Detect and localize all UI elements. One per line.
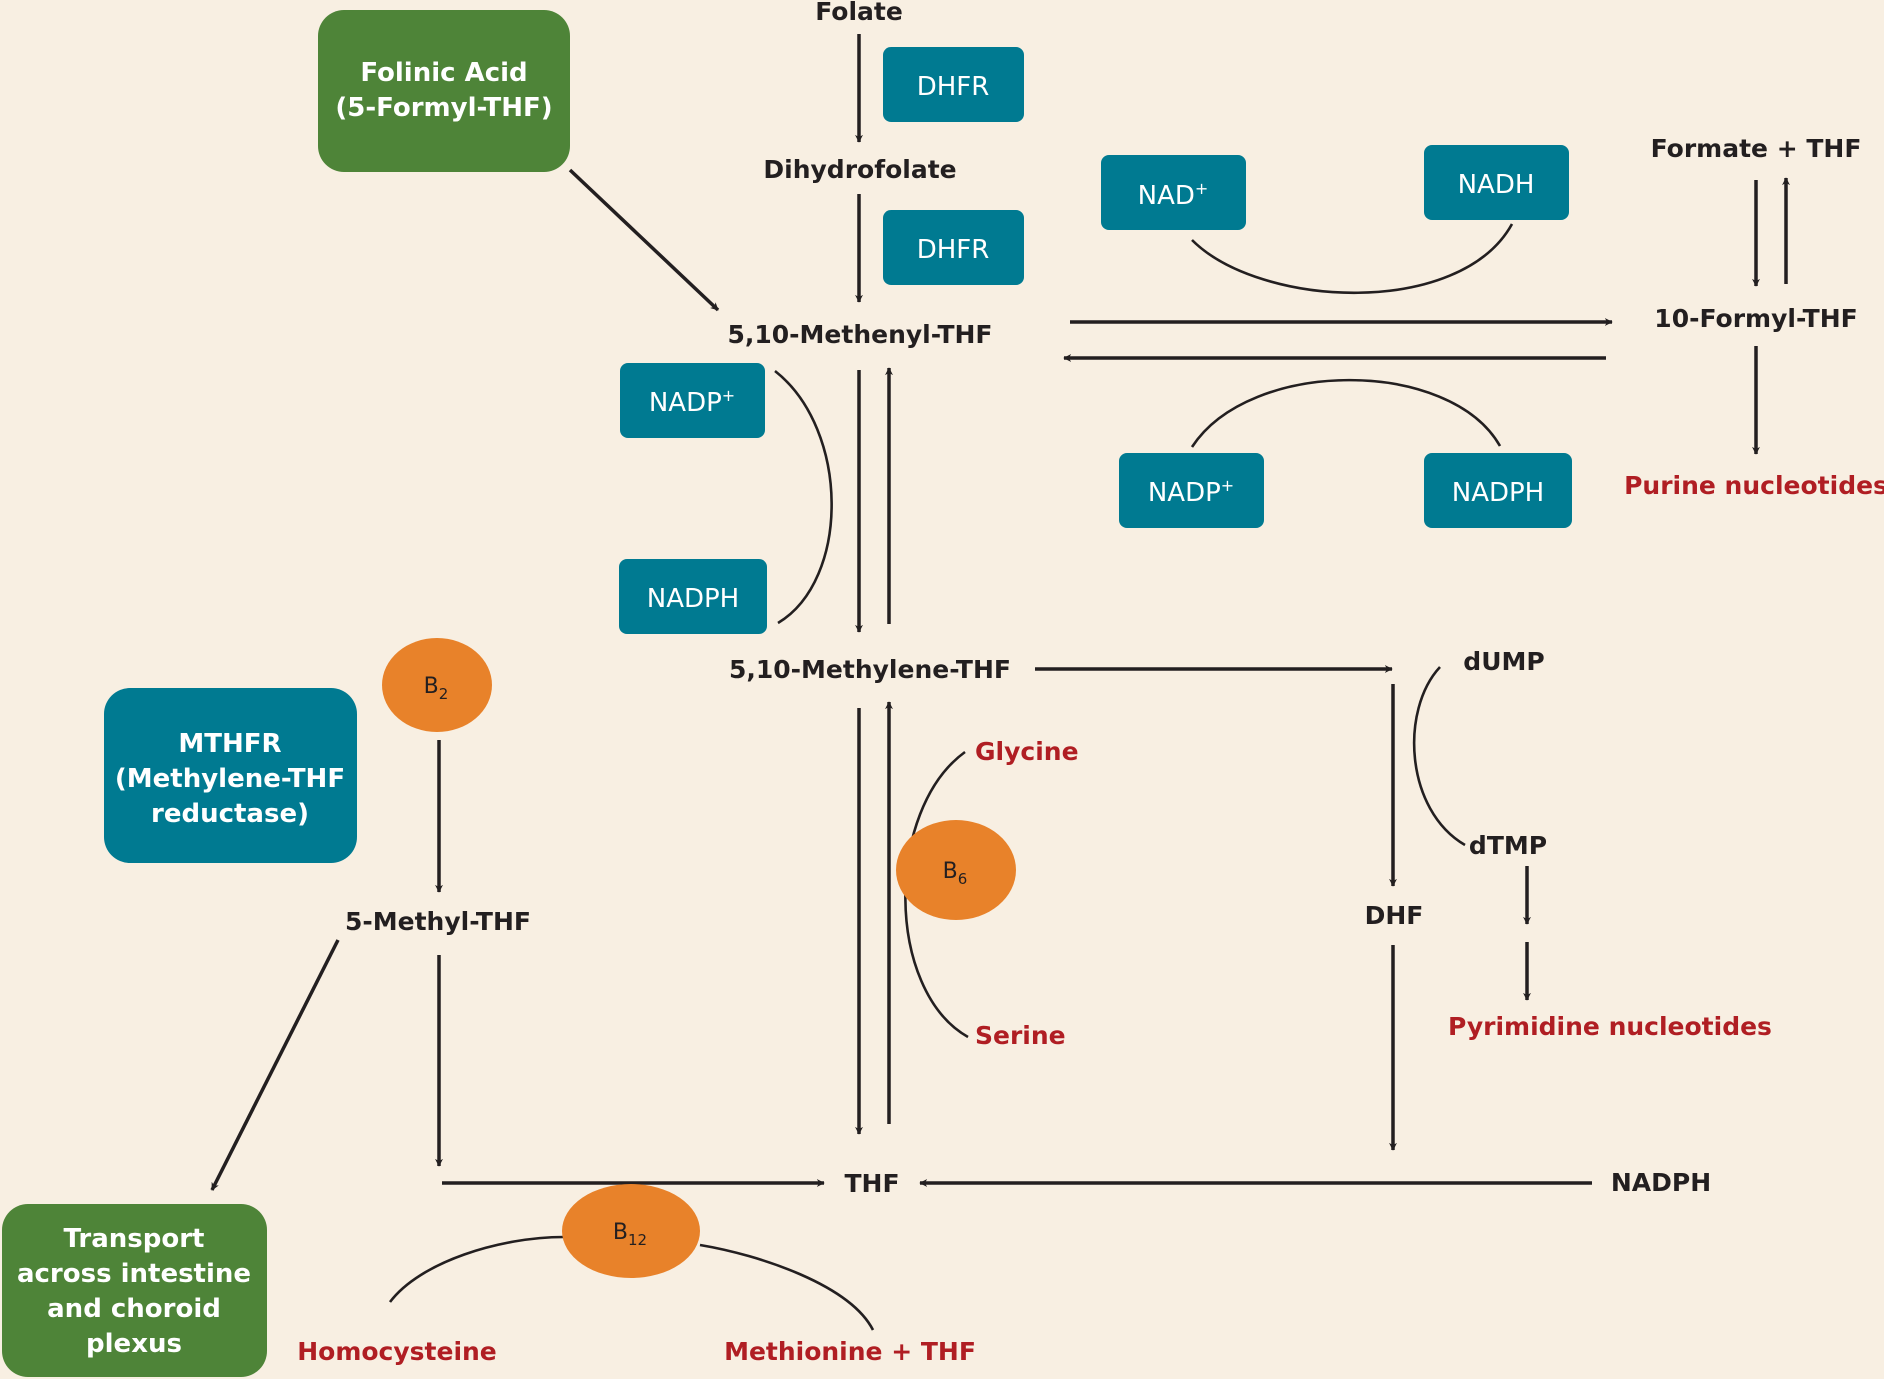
nadh-box: NADH xyxy=(1424,145,1569,220)
transport-line-3: and choroid xyxy=(47,1294,221,1324)
nadph-top-box: NADPH xyxy=(1424,453,1572,528)
formate-thf-label: Formate + THF xyxy=(1651,134,1862,163)
dhfr-label-1: DHFR xyxy=(917,72,990,102)
vitamin-b12: B12 xyxy=(562,1184,700,1278)
dhfr-box-2: DHFR xyxy=(883,210,1024,285)
methylene-thf-label: 5,10-Methylene-THF xyxy=(729,655,1011,684)
folinic-acid-box: Folinic Acid (5-Formyl-THF) xyxy=(318,10,570,172)
dhf-label: DHF xyxy=(1365,901,1424,930)
vitamin-b6: B6 xyxy=(896,820,1016,920)
transport-line-4: plexus xyxy=(86,1329,182,1359)
arc-glycine-serine xyxy=(904,750,969,1039)
arrow-methyl-to-transport xyxy=(210,939,340,1191)
dihydrofolate-label: Dihydrofolate xyxy=(763,155,956,184)
serine-label: Serine xyxy=(975,1021,1066,1050)
purine-label: Purine nucleotides xyxy=(1624,471,1884,500)
transport-box: Transport across intestine and choroid p… xyxy=(2,1204,267,1377)
vitamin-b6-label: B6 xyxy=(943,859,968,888)
arc-homocysteine-methionine xyxy=(388,1235,875,1331)
nadph-left-label: NADPH xyxy=(647,584,740,614)
dtmp-label: dTMP xyxy=(1469,831,1547,860)
vitamin-b2-label: B2 xyxy=(424,674,449,703)
mthfr-line-1: MTHFR xyxy=(178,729,281,759)
nadp-plus-top-label: NADP+ xyxy=(1148,476,1234,508)
arc-nadp-nadph-top xyxy=(1190,378,1502,448)
cofactor-arcs xyxy=(388,223,1514,1331)
arc-nad-nadh xyxy=(1191,223,1514,295)
nadph-left-box: NADPH xyxy=(619,559,767,634)
transport-line-1: Transport xyxy=(64,1224,205,1254)
dump-label: dUMP xyxy=(1463,647,1544,676)
nadp-plus-left-box: NADP+ xyxy=(620,363,765,438)
nadph-top-label: NADPH xyxy=(1452,478,1545,508)
arrows xyxy=(210,34,1790,1191)
transport-line-2: across intestine xyxy=(17,1259,251,1289)
folinic-acid-line-1: Folinic Acid xyxy=(360,58,527,88)
nadh-label: NADH xyxy=(1458,170,1535,200)
folate-label: Folate xyxy=(815,0,903,26)
methionine-thf-label: Methionine + THF xyxy=(724,1337,976,1366)
formyl-thf-label: 10-Formyl-THF xyxy=(1654,304,1857,333)
dhfr-label-2: DHFR xyxy=(917,235,990,265)
vitamin-b2: B2 xyxy=(382,638,492,732)
dhfr-box-1: DHFR xyxy=(883,47,1024,122)
homocysteine-label: Homocysteine xyxy=(297,1337,497,1366)
mthfr-line-2: (Methylene-THF xyxy=(115,764,345,794)
vitamin-b12-label: B12 xyxy=(613,1220,647,1249)
methyl-thf-label: 5-Methyl-THF xyxy=(345,907,531,936)
nad-plus-label: NAD+ xyxy=(1138,179,1209,211)
arrow-folinic-to-methenyl xyxy=(568,168,720,312)
arc-nadp-nadph-left xyxy=(774,369,833,625)
nadp-plus-top-box: NADP+ xyxy=(1119,453,1264,528)
arc-dump-dtmp xyxy=(1412,666,1466,847)
pyrimidine-label: Pyrimidine nucleotides xyxy=(1448,1012,1772,1041)
nadp-plus-left-label: NADP+ xyxy=(649,386,735,418)
mthfr-box: MTHFR (Methylene-THF reductase) xyxy=(104,688,357,863)
glycine-label: Glycine xyxy=(975,737,1079,766)
mthfr-line-3: reductase) xyxy=(151,799,309,829)
folinic-acid-line-2: (5-Formyl-THF) xyxy=(335,93,552,123)
nad-plus-box: NAD+ xyxy=(1101,155,1246,230)
nadph-right-label: NADPH xyxy=(1611,1168,1711,1197)
thf-label: THF xyxy=(844,1169,899,1198)
methenyl-thf-label: 5,10-Methenyl-THF xyxy=(727,320,992,349)
